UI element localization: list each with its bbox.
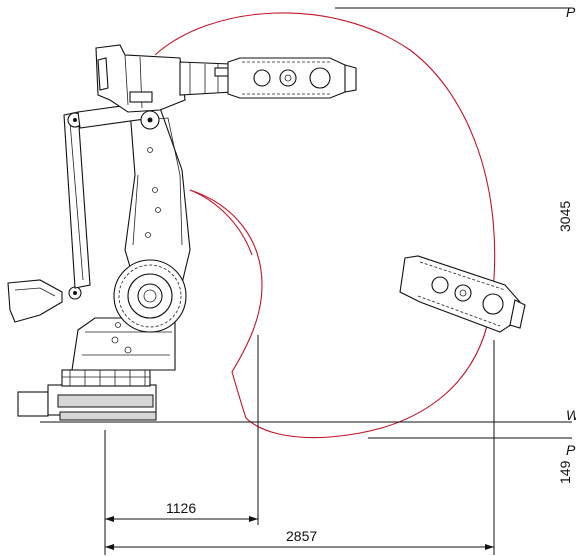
- edge-mark-mid: W: [566, 407, 576, 423]
- robot-counterweight: [7, 279, 82, 323]
- working-envelope-outer: [154, 12, 496, 439]
- dimension-label-3045: 3045: [557, 201, 573, 232]
- robot-upper-arm-housing: [95, 44, 186, 130]
- arrow-2857-left: [105, 544, 114, 550]
- arrow-2857-right: [485, 544, 494, 550]
- robot-base: [17, 369, 157, 421]
- arrow-1126-right: [249, 516, 258, 522]
- edge-mark-top: P: [566, 4, 576, 20]
- dimension-label-149: 149: [557, 460, 573, 484]
- dimension-label-2857: 2857: [286, 528, 317, 544]
- dimension-label-1126: 1126: [166, 500, 196, 516]
- robot-axis2-joint: [113, 259, 187, 333]
- working-envelope-inner: [189, 189, 253, 256]
- edge-mark-lower: P: [566, 442, 576, 458]
- robot-wrist-upper: [227, 57, 357, 99]
- robot-wrist-lower: [399, 255, 526, 333]
- arrow-1126-left: [105, 516, 114, 522]
- robot-forearm: [179, 61, 233, 96]
